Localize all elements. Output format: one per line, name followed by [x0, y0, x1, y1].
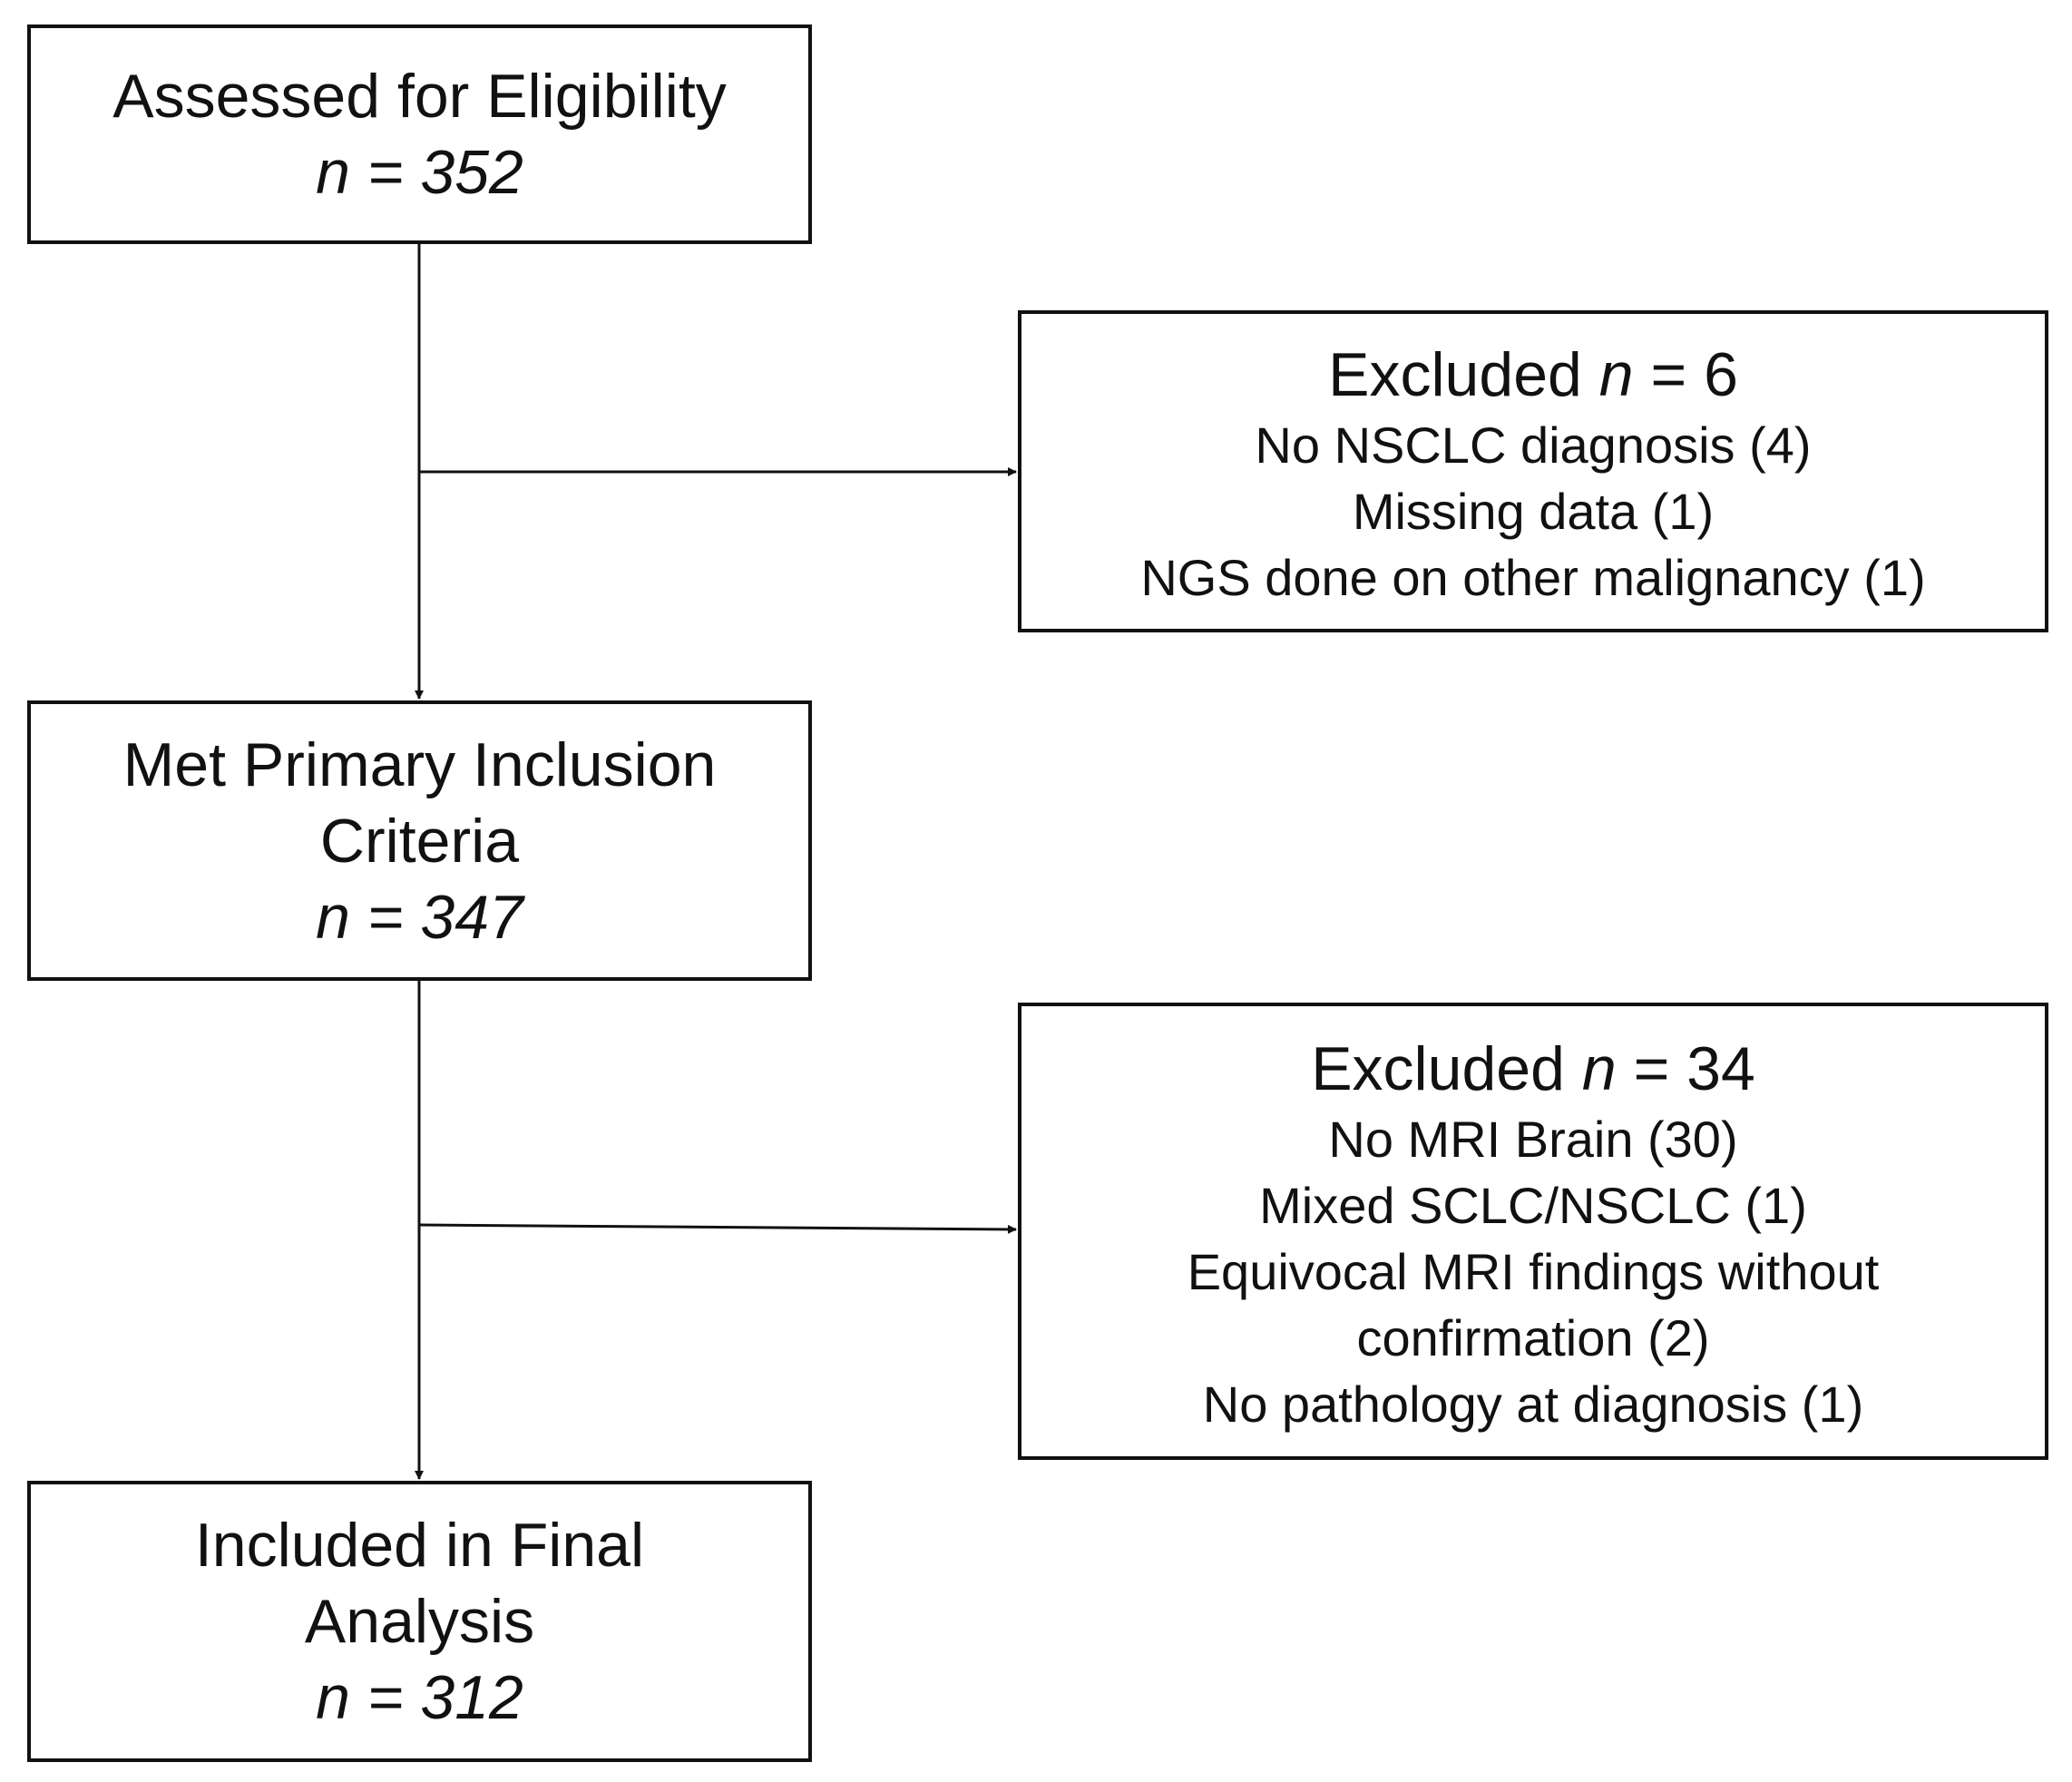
exclusion-1-reason: No NSCLC diagnosis (4): [1255, 416, 1812, 474]
exclusion-box-1: Excluded n = 6 No NSCLC diagnosis (4) Mi…: [1018, 310, 2048, 632]
exclusion-2-reason: No MRI Brain (30): [1328, 1110, 1738, 1168]
exclusion-2-reason: Mixed SCLC/NSCLC (1): [1259, 1176, 1807, 1234]
exclusion-1-heading-word: Excluded: [1328, 340, 1582, 409]
primary-label-line: Criteria: [319, 806, 520, 876]
final-analysis-box: Included in Final Analysis n = 312: [27, 1481, 812, 1762]
final-count: n = 312: [316, 1663, 523, 1732]
exclusion-2-reason: confirmation (2): [1356, 1308, 1710, 1366]
exclusion-2-heading: Excluded n = 34: [1311, 1032, 1755, 1106]
arrow-to-exclusion-2: [418, 1223, 1017, 1234]
exclusion-1-heading-value: = 6: [1633, 340, 1738, 409]
exclusion-2-reason: Equivocal MRI findings without: [1187, 1242, 1880, 1300]
exclusion-2-heading-value: = 34: [1616, 1033, 1755, 1103]
final-label-line: Included in Final: [194, 1511, 645, 1580]
exclusion-1-heading: Excluded n = 6: [1328, 338, 1738, 412]
exclusion-2-reason: No pathology at diagnosis (1): [1202, 1375, 1864, 1433]
assessed-label: Assessed for Eligibility: [112, 62, 727, 131]
exclusion-1-reason: NGS done on other malignancy (1): [1140, 549, 1926, 606]
exclusion-2-heading-n: n: [1581, 1033, 1617, 1103]
exclusion-1-reason: Missing data (1): [1352, 483, 1715, 540]
primary-inclusion-box: Met Primary Inclusion Criteria n = 347: [27, 700, 812, 981]
primary-label-line: Met Primary Inclusion: [122, 729, 717, 799]
assessed-count: n = 352: [316, 138, 523, 207]
final-label-line: Analysis: [304, 1587, 535, 1656]
assessed-box: Assessed for Eligibility n = 352: [27, 24, 812, 244]
exclusion-box-2: Excluded n = 34 No MRI Brain (30) Mixed …: [1018, 1003, 2048, 1460]
exclusion-1-heading-n: n: [1598, 340, 1634, 409]
exclusion-2-heading-word: Excluded: [1311, 1033, 1565, 1103]
primary-count: n = 347: [316, 882, 523, 952]
